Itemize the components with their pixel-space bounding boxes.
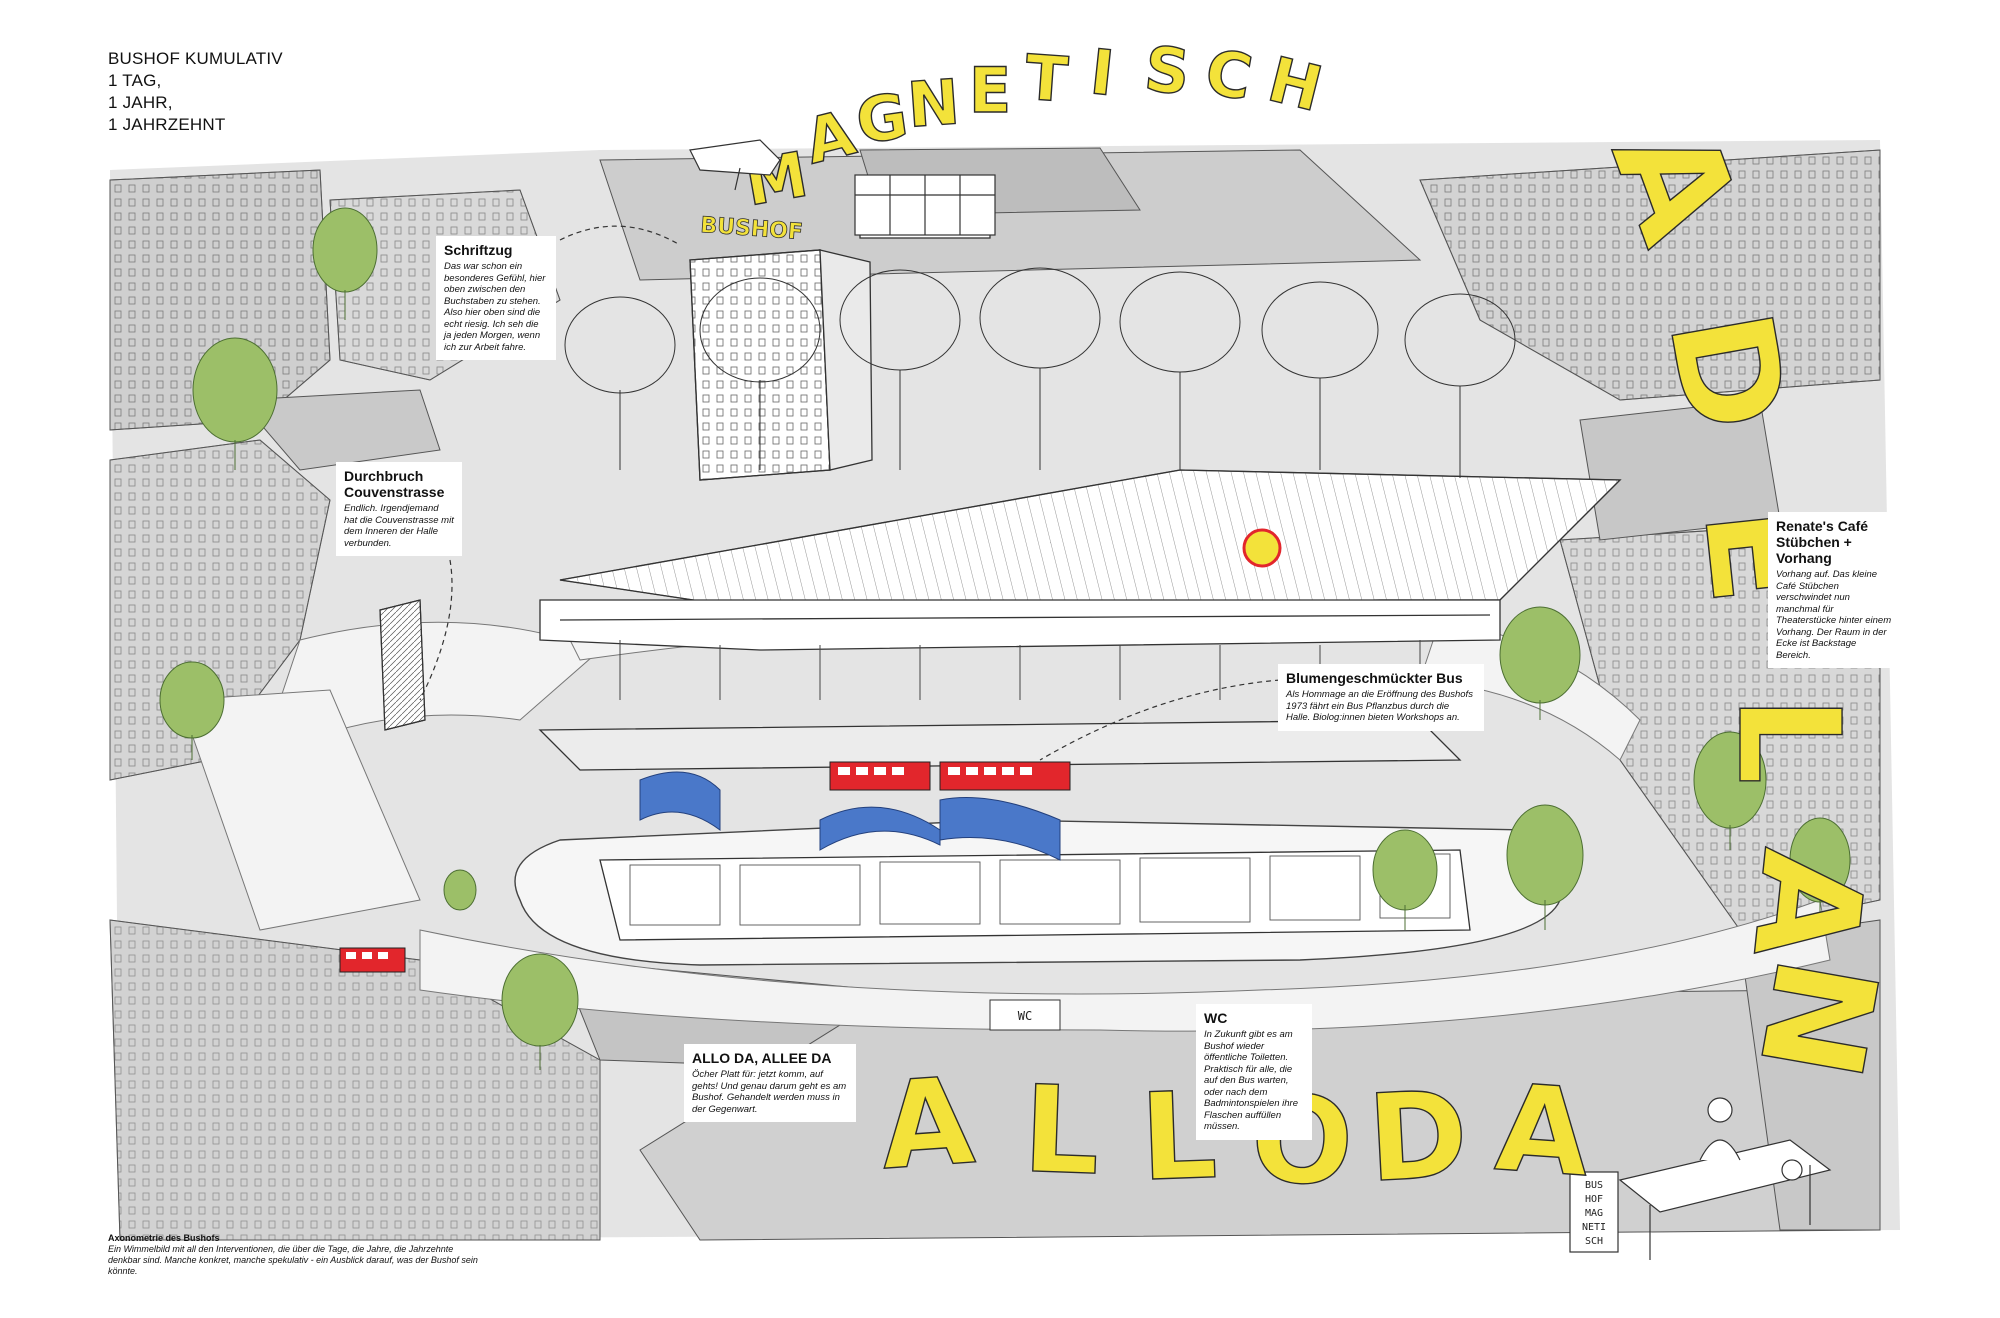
note-text: Endlich. Irgendjemand hat die Couvenstra… bbox=[344, 503, 454, 549]
adelan-letter: A bbox=[1721, 843, 1894, 968]
magnetisch-letter: G bbox=[852, 79, 913, 158]
couven-tower bbox=[379, 599, 426, 731]
title-line: 1 TAG, bbox=[108, 71, 162, 90]
wc-sign: WC bbox=[1018, 1009, 1032, 1023]
alloda-letter: A bbox=[876, 1052, 978, 1197]
note-text: Das war schon ein besonderes Gefühl, hie… bbox=[444, 261, 546, 353]
umbrella bbox=[1242, 528, 1282, 568]
poster-title: BUSHOF KUMULATIV 1 TAG, 1 JAHR, 1 JAHRZE… bbox=[108, 48, 283, 136]
dashed-arrows bbox=[419, 225, 1281, 761]
buses bbox=[339, 761, 1071, 973]
svg-text:MAG: MAG bbox=[1585, 1208, 1603, 1219]
deck-trees bbox=[564, 267, 1516, 478]
note-heading: Blumengeschmückter Bus bbox=[1286, 670, 1463, 686]
note-renates-cafe: Renate's Café Stübchen + Vorhang Vorhang… bbox=[1768, 512, 1900, 668]
roof-glass-box bbox=[854, 174, 996, 236]
note-text: Als Hommage an die Eröffnung des Bushofs… bbox=[1286, 689, 1473, 723]
figure-caption: Axonometrie des Bushofs Ein Wimmelbild m… bbox=[108, 1233, 488, 1277]
adelan-letter: L bbox=[1706, 695, 1869, 784]
magnetisch-letter: I bbox=[1087, 35, 1118, 110]
caption-title: Axonometrie des Bushofs bbox=[108, 1233, 220, 1243]
magnetisch-letter: H bbox=[1261, 42, 1329, 125]
note-text: Vorhang auf. Das kleine Café Stübchen ve… bbox=[1776, 569, 1892, 661]
note-text: In Zukunft gibt es am Bushof wieder öffe… bbox=[1204, 1029, 1299, 1132]
note-schriftzug: Schriftzug Das war schon ein besonderes … bbox=[436, 236, 556, 360]
note-heading: ALLO DA, ALLEE DA bbox=[692, 1050, 832, 1066]
note-heading: Schriftzug bbox=[444, 242, 513, 258]
magnetisch-letter: S bbox=[1141, 32, 1193, 109]
magnetisch-letter: E bbox=[969, 54, 1011, 127]
adelan-letter: D bbox=[1636, 300, 1817, 443]
svg-text:BUS: BUS bbox=[1585, 1180, 1603, 1191]
note-allo-da: ALLO DA, ALLEE DA Öcher Platt für: jetzt… bbox=[684, 1044, 856, 1122]
info-stand bbox=[1569, 1097, 1832, 1260]
wc-sign-frame bbox=[989, 999, 1061, 1031]
note-heading: Renate's Café Stübchen + Vorhang bbox=[1776, 518, 1869, 566]
title-line: BUSHOF KUMULATIV bbox=[108, 49, 283, 68]
adelan-letter: N bbox=[1726, 946, 1907, 1090]
alloda-letter: D bbox=[1365, 1066, 1472, 1210]
magnetisch-letter: N bbox=[905, 65, 962, 141]
note-heading: WC bbox=[1204, 1010, 1228, 1026]
note-wc: WC In Zukunft gibt es am Bushof wieder ö… bbox=[1196, 1004, 1312, 1140]
alloda-letter: L bbox=[1021, 1061, 1102, 1203]
title-line: 1 JAHR, bbox=[108, 93, 173, 112]
green-trees bbox=[159, 207, 1851, 1070]
hand-icon bbox=[689, 139, 781, 191]
svg-text:NETI: NETI bbox=[1582, 1222, 1606, 1233]
caption-text: Ein Wimmelbild mit all den Interventione… bbox=[108, 1244, 478, 1276]
magnetisch-letter: C bbox=[1200, 35, 1258, 115]
title-line: 1 JAHRZEHNT bbox=[108, 115, 226, 134]
svg-text:HOF: HOF bbox=[1585, 1194, 1603, 1205]
stand-sign: BUS HOF MAG NETI SCH bbox=[1582, 1180, 1606, 1247]
bushof-hall bbox=[538, 197, 1622, 941]
blue-tents bbox=[639, 771, 1061, 861]
alloda-letter: A bbox=[1492, 1059, 1594, 1204]
magnetisch-letter: T bbox=[1023, 41, 1070, 117]
note-blumenbus: Blumengeschmückter Bus Als Hommage an di… bbox=[1278, 664, 1484, 731]
svg-text:SCH: SCH bbox=[1585, 1236, 1603, 1247]
note-text: Öcher Platt für: jetzt komm, auf gehts! … bbox=[692, 1069, 847, 1115]
note-heading: Durchbruch Couvenstrasse bbox=[344, 468, 445, 500]
note-durchbruch: Durchbruch Couvenstrasse Endlich. Irgend… bbox=[336, 462, 462, 556]
